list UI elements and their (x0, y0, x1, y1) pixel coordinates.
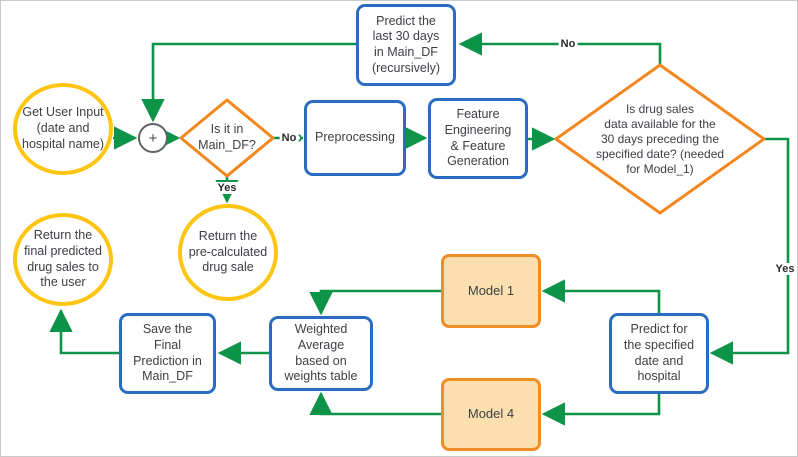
node-predict-last-30: Predict the last 30 days in Main_DF (rec… (356, 4, 456, 86)
decision-is-in-maindf-shape (179, 98, 275, 178)
edge-save-to-return-final (49, 308, 119, 355)
node-get-user-input-label: Get User Input (date and hospital name) (22, 105, 104, 151)
node-return-precalculated-label: Return the pre-calculated drug sale (188, 228, 268, 275)
edge-predict-last30-to-plus (141, 42, 356, 123)
node-return-precalculated: Return the pre-calculated drug sale (178, 204, 278, 301)
node-model-4: Model 4 (441, 378, 541, 451)
node-predict-last-30-label: Predict the last 30 days in Main_DF (rec… (371, 13, 441, 75)
node-feature-engineering: Feature Engineering & Feature Generation (428, 98, 528, 179)
node-feature-engineering-label: Feature Engineering & Feature Generation (444, 107, 512, 169)
node-model-1: Model 1 (441, 254, 541, 328)
edge-label-no-preprocessing: No (279, 131, 299, 145)
plus-junction-label: + (148, 129, 158, 147)
node-return-final: Return the final predicted drug sales to… (13, 213, 113, 306)
plus-junction: + (138, 123, 168, 153)
decision-drug-sales-text: Is drug sales data available for the 30 … (595, 101, 725, 176)
decision-drug-sales-label: Is drug sales data available for the 30 … (573, 99, 747, 179)
node-predict-specified-label: Predict for the specified date and hospi… (623, 322, 695, 384)
node-preprocessing-label: Preprocessing (315, 130, 395, 145)
node-model-1-label: Model 1 (467, 282, 515, 298)
node-weighted-average: Weighted Average based on weights table (269, 316, 373, 391)
decision-is-in-maindf-text: Is it in Main_DF? (198, 122, 256, 152)
node-save-final-label: Save the Final Prediction in Main_DF (133, 322, 202, 384)
node-save-final: Save the Final Prediction in Main_DF (119, 313, 216, 394)
edge-label-yes-precalculated: Yes (215, 181, 239, 195)
edge-predict-specified-to-model1 (541, 279, 661, 313)
decision-is-in-maindf-label: Is it in Main_DF? (185, 112, 269, 164)
edge-decision2-yes-to-predict-specified (709, 137, 790, 365)
node-preprocessing: Preprocessing (304, 100, 406, 176)
node-model-4-label: Model 4 (467, 406, 515, 422)
node-get-user-input: Get User Input (date and hospital name) (13, 83, 113, 175)
node-weighted-average-label: Weighted Average based on weights table (284, 322, 358, 384)
node-predict-specified: Predict for the specified date and hospi… (609, 313, 709, 394)
edge-label-no-top: No (558, 37, 578, 51)
decision-drug-sales-shape (554, 63, 766, 215)
edge-decision2-no-to-predict-last30 (458, 32, 662, 65)
edge-label-yes-predict-specified: Yes (773, 262, 797, 276)
node-return-final-label: Return the final predicted drug sales to… (24, 228, 102, 290)
edge-model1-to-weighted (309, 289, 441, 316)
edge-model4-to-weighted (309, 391, 441, 416)
edge-predict-specified-to-model4 (541, 394, 661, 426)
